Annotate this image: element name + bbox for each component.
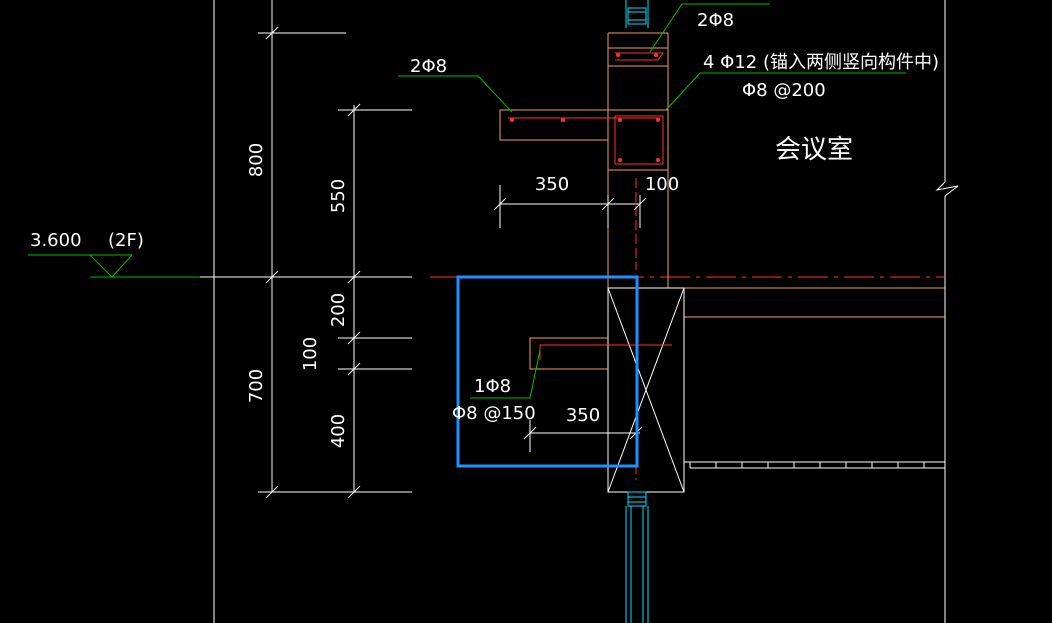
label-bottom-rebar: 1Φ8: [474, 376, 511, 397]
label-top-rebar-a: 2Φ8: [410, 56, 447, 77]
upper-rebar: [508, 52, 664, 270]
label-room: 会议室: [775, 135, 853, 165]
dim-200: 200: [328, 293, 349, 327]
dim-400: 400: [328, 414, 349, 448]
dim-top-horizontal: [493, 185, 647, 228]
dim-350-top: 350: [535, 174, 569, 195]
dim-100-top: 100: [645, 174, 679, 195]
dim-chain-inner: [338, 103, 412, 499]
label-top-rebar-b: 2Φ8: [697, 10, 734, 31]
level-floor: (2F): [108, 230, 144, 251]
leaders: [398, 3, 906, 399]
label-stirrup: Φ8 @200: [742, 80, 826, 101]
label-main-rebar: 4 Φ12 (锚入两侧竖向构件中): [703, 52, 939, 73]
dim-100-vertical: 100: [300, 337, 321, 371]
lower-beam: [607, 287, 685, 493]
dim-700: 700: [246, 369, 267, 403]
dim-350-bottom: 350: [566, 405, 600, 426]
lower-canopy: [529, 296, 672, 480]
break-symbol: [935, 181, 959, 197]
rebar-dots: [510, 53, 660, 162]
upper-wall: [499, 32, 669, 288]
window-bottom: [625, 491, 649, 623]
level-elevation: 3.600: [30, 230, 82, 251]
slab-hatch: [689, 462, 925, 468]
dim-800: 800: [246, 143, 267, 177]
window-top: [625, 0, 649, 28]
level-marker: [28, 254, 200, 278]
dim-550: 550: [328, 179, 349, 213]
floor-slab: [668, 287, 945, 469]
label-bottom-stirrup: Φ8 @150: [452, 403, 536, 424]
selection-box[interactable]: [456, 275, 639, 468]
